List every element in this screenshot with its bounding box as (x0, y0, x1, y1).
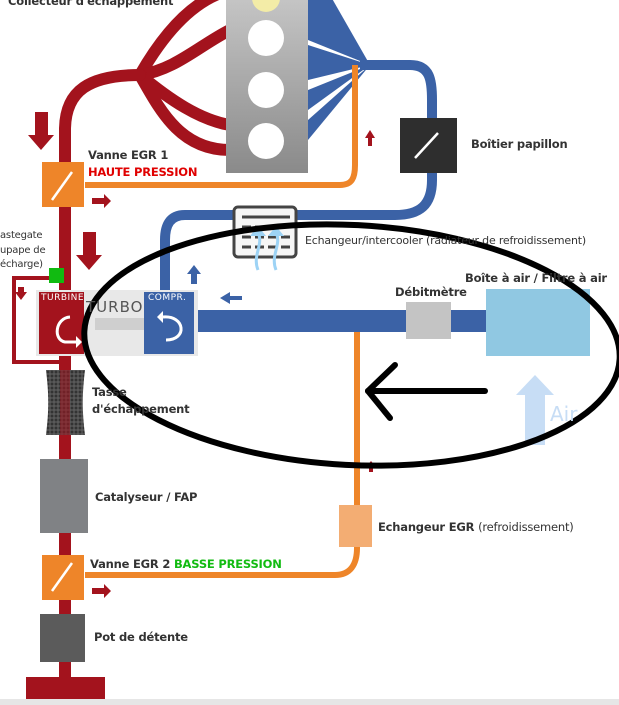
silencer-pot (40, 614, 85, 662)
label-wastegate-3: écharge) (0, 259, 43, 270)
wastegate-valve[interactable] (49, 268, 64, 283)
label-intercooler: Echangeur/intercooler (radiateur de refr… (305, 234, 586, 247)
intercooler (232, 205, 298, 271)
label-catalyst: Catalyseur / FAP (95, 490, 198, 504)
label-exhaust-muffler-2: d'échappement (92, 402, 190, 416)
airbox-filter (486, 289, 590, 356)
label-egr-cooler-note: (refroidissement) (478, 520, 574, 534)
catalyst-fap (40, 459, 88, 533)
label-silencer: Pot de détente (94, 630, 188, 644)
label-egr2-name: Vanne EGR 2 (90, 557, 171, 571)
compressor-rotation-icon (162, 315, 183, 342)
compressor (144, 292, 194, 354)
bottom-scrollbar[interactable] (0, 699, 619, 705)
label-exhaust-muffler-1: Tasse (92, 385, 127, 399)
exhaust-manifold (59, 0, 236, 705)
label-egr1-name: Vanne EGR 1 (88, 148, 169, 162)
flow-arrows (15, 112, 376, 598)
label-airbox: Boîte à air / Filtre à air (465, 271, 607, 285)
label-flowmeter: Débitmètre (395, 285, 467, 299)
throttle-body[interactable] (400, 118, 457, 173)
egr2-pipe (85, 330, 360, 578)
intake-pipe-to-throttle (160, 60, 437, 300)
engine-block (226, 0, 308, 173)
egr2-valve[interactable] (42, 555, 84, 600)
tailpipe (26, 677, 105, 702)
label-throttle-body: Boîtier papillon (471, 137, 568, 151)
label-turbine: TURBINE (41, 293, 85, 303)
egr1-valve[interactable] (42, 162, 84, 207)
label-egr-cooler: Echangeur EGR (refroidissement) (378, 520, 574, 534)
flowmeter (406, 302, 451, 339)
label-egr2: Vanne EGR 2 BASSE PRESSION (90, 557, 282, 571)
label-egr1-pressure: HAUTE PRESSION (88, 165, 198, 179)
annotation-arrow (365, 362, 488, 421)
label-turbo: TURBO (86, 298, 144, 316)
label-air: Air (550, 402, 578, 426)
label-egr2-pressure: BASSE PRESSION (173, 557, 282, 571)
label-egr-cooler-name: Echangeur EGR (378, 520, 475, 534)
annotation-ellipse (81, 221, 619, 469)
egr-cooler (339, 505, 372, 547)
label-exhaust-manifold: Collecteur d'échappement (8, 0, 174, 8)
air-intake-arrow (516, 375, 554, 445)
wastegate-bypass (12, 276, 60, 364)
label-wastegate-2: upape de (0, 245, 46, 256)
turbine-rotation-icon (55, 315, 76, 344)
egr1-pipe (85, 65, 358, 188)
label-wastegate-1: astegate (0, 230, 43, 241)
label-compressor: COMPR. (148, 293, 187, 303)
